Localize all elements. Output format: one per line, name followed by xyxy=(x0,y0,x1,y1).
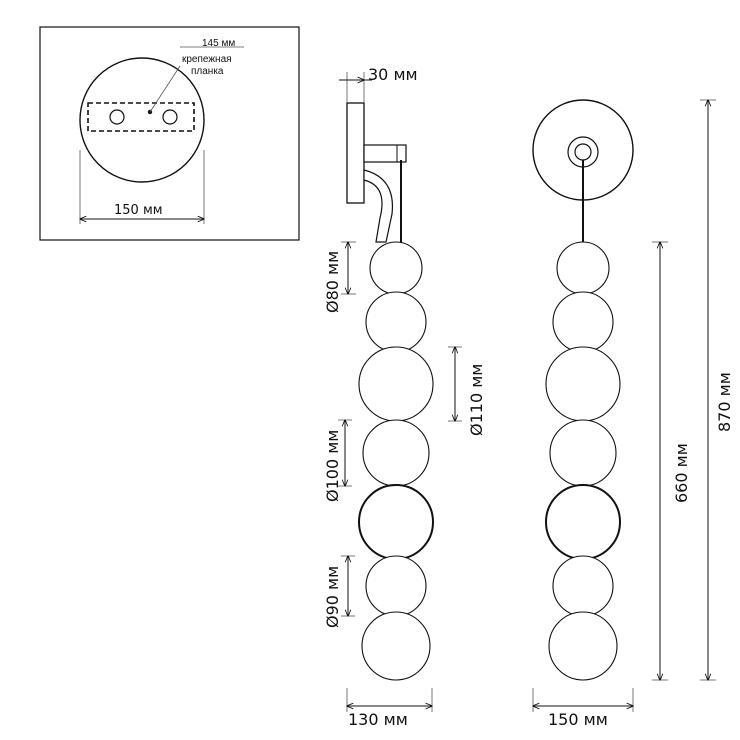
front-ball-2 xyxy=(552,291,614,353)
mounting-bar xyxy=(87,102,195,132)
side-view: 30 мм Ø80 мм Ø110 мм Ø100 мм Ø90 мм 130 … xyxy=(323,65,486,729)
front-ball-4 xyxy=(549,419,617,487)
ball-90-label: Ø90 мм xyxy=(323,566,342,628)
ball-110-label: Ø110 мм xyxy=(467,364,486,436)
side-wall-plate xyxy=(346,102,365,204)
side-ball-2 xyxy=(365,291,427,353)
body-height-label: 660 мм xyxy=(672,443,691,503)
side-ball-100 xyxy=(362,419,430,487)
bar-width-label: 145 мм xyxy=(202,38,235,49)
front-ball-3 xyxy=(545,346,621,422)
front-canopy-inner xyxy=(574,143,592,161)
bar-label-line1: крепежная xyxy=(182,54,232,65)
ball-100-label: Ø100 мм xyxy=(323,430,342,502)
front-ball-5 xyxy=(545,484,621,560)
side-ball-80 xyxy=(369,241,423,295)
front-width-label: 150 мм xyxy=(548,710,608,729)
ball-80-label: Ø80 мм xyxy=(323,251,342,313)
screw-hole-left xyxy=(109,109,125,125)
front-view: 660 мм 870 мм 150 мм xyxy=(532,99,734,729)
side-ball-7 xyxy=(361,611,431,681)
front-ball-6 xyxy=(552,555,614,617)
total-height-label: 870 мм xyxy=(715,372,734,432)
side-width-label: 130 мм xyxy=(348,710,408,729)
plate-diameter-label: 150 мм xyxy=(114,203,163,218)
arm-offset-label: 30 мм xyxy=(368,65,418,84)
front-ball-1 xyxy=(556,241,610,295)
bar-label-line2: планка xyxy=(191,66,224,77)
screw-hole-right xyxy=(162,109,178,125)
side-ball-110 xyxy=(358,346,434,422)
mounting-plate-inset: 145 мм крепежная планка 150 мм xyxy=(39,26,300,241)
side-arm xyxy=(363,144,407,163)
bar-label-leader xyxy=(149,65,181,113)
side-ball-90 xyxy=(365,555,427,617)
side-ball-5 xyxy=(358,484,434,560)
mounting-plate-circle xyxy=(79,57,205,183)
side-curved-holder xyxy=(363,169,394,243)
front-ball-7 xyxy=(548,611,618,681)
